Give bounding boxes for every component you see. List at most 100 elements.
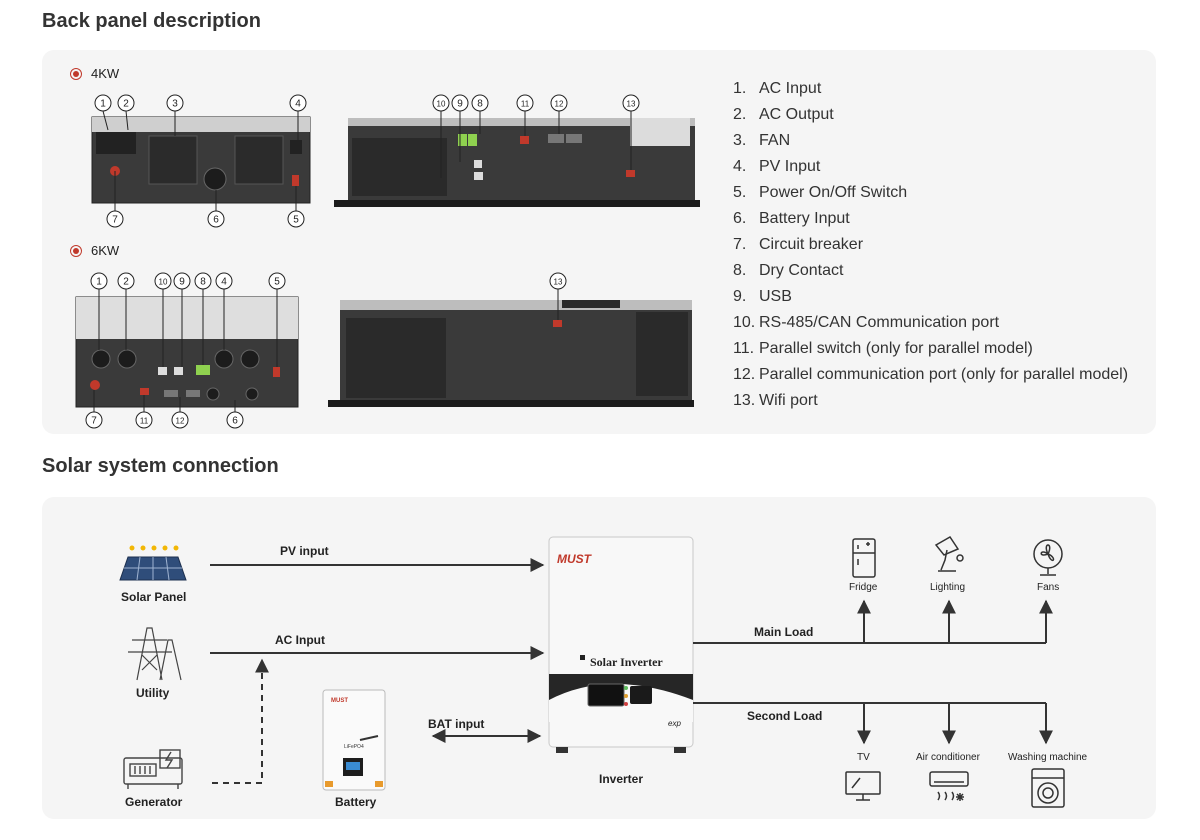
inverter-unit-icon bbox=[548, 536, 694, 753]
callout-number: 4 bbox=[295, 99, 301, 110]
callout-number: 6 bbox=[232, 416, 238, 427]
ac-input-label: AC Input bbox=[275, 633, 325, 647]
callout-marker: 8 bbox=[194, 272, 212, 365]
callout-circle bbox=[106, 210, 124, 228]
callout-number: 13 bbox=[627, 100, 636, 109]
fan-icon bbox=[1033, 539, 1063, 576]
callout-number: 6 bbox=[213, 215, 219, 226]
inverter-brand: MUST bbox=[557, 552, 593, 566]
callout-circle bbox=[622, 94, 640, 112]
model-label: 6KW bbox=[91, 243, 120, 258]
legend-item: 7.Circuit breaker bbox=[733, 236, 864, 253]
callout-number: 13 bbox=[554, 278, 563, 287]
callout-marker: 2 bbox=[117, 272, 135, 350]
lighting-icon bbox=[934, 536, 964, 572]
main-load-label: Main Load bbox=[754, 625, 814, 639]
radio-selected-icon bbox=[70, 67, 82, 80]
callout-number: 12 bbox=[555, 100, 564, 109]
utility-tower-icon bbox=[128, 627, 182, 681]
callout-marker: 6 bbox=[226, 400, 244, 429]
callout-number: 1 bbox=[100, 99, 106, 110]
callout-number: 2 bbox=[123, 99, 129, 110]
callout-number: 9 bbox=[179, 277, 185, 288]
washing-machine-icon bbox=[1031, 768, 1065, 808]
back-panel-legend: 1.AC Input 2.AC Output 3.FAN 4.PV Input … bbox=[733, 78, 1128, 416]
legend-item: 2.AC Output bbox=[733, 106, 834, 123]
battery-label: Battery bbox=[335, 795, 377, 809]
callout-number: 5 bbox=[274, 277, 280, 288]
callout-marker: 9 bbox=[173, 272, 191, 367]
air-conditioner-label: Air conditioner bbox=[916, 752, 980, 763]
callout-marker: 2 bbox=[117, 94, 135, 131]
callout-marker: 1 bbox=[90, 272, 108, 350]
fridge-label: Fridge bbox=[849, 582, 878, 593]
callout-circle bbox=[85, 411, 103, 429]
bat-input-label: BAT input bbox=[428, 717, 485, 731]
callout-circle bbox=[471, 94, 489, 112]
callout-marker: 8 bbox=[471, 94, 489, 134]
callout-number: 8 bbox=[200, 277, 206, 288]
fridge-icon bbox=[852, 538, 876, 578]
inverter-4kw-back bbox=[91, 116, 311, 204]
utility-label: Utility bbox=[136, 686, 170, 700]
callout-leader-line bbox=[102, 110, 109, 131]
callout-number: 9 bbox=[457, 99, 463, 110]
legend-item: 13.Wifi port bbox=[733, 392, 818, 409]
inverter-badge: exp bbox=[668, 719, 681, 728]
solar-panel-icon bbox=[119, 545, 187, 581]
heading-solar-connection: Solar system connection bbox=[42, 455, 279, 477]
tv-label: TV bbox=[857, 752, 870, 763]
inverter-product-name: Solar Inverter bbox=[590, 655, 663, 669]
callout-marker: 7 bbox=[106, 171, 124, 228]
callout-number: 7 bbox=[91, 416, 97, 427]
legend-item: 10.RS-485/CAN Communication port bbox=[733, 314, 1000, 331]
callout-marker: 11 bbox=[516, 94, 534, 136]
callout-circle bbox=[166, 94, 184, 112]
callout-circle bbox=[226, 411, 244, 429]
model-option-6kw[interactable]: 6KW bbox=[70, 243, 119, 258]
callout-circle bbox=[90, 272, 108, 290]
callout-circle bbox=[289, 94, 307, 112]
model-option-4kw[interactable]: 4KW bbox=[70, 66, 119, 81]
callout-circle bbox=[550, 94, 568, 112]
callout-marker: 6 bbox=[207, 190, 225, 228]
inverter-6kw-side bbox=[328, 300, 694, 407]
callout-marker: 10 bbox=[432, 94, 450, 178]
legend-item: 11.Parallel switch (only for parallel mo… bbox=[733, 340, 1033, 357]
callout-circle bbox=[516, 94, 534, 112]
callout-circle bbox=[117, 272, 135, 290]
callout-marker: 1 bbox=[94, 94, 112, 131]
battery-chemistry: LiFePO4 bbox=[344, 744, 364, 750]
callout-circle bbox=[549, 272, 567, 290]
callout-number: 2 bbox=[123, 277, 129, 288]
second-load-label: Second Load bbox=[747, 709, 823, 723]
inverter-4kw-side bbox=[334, 118, 700, 207]
callout-number: 10 bbox=[159, 278, 168, 287]
inverter-6kw-back bbox=[75, 296, 299, 408]
callout-circle bbox=[173, 272, 191, 290]
callout-circle bbox=[194, 272, 212, 290]
battery-pack-icon bbox=[322, 689, 386, 791]
legend-item: 6.Battery Input bbox=[733, 210, 850, 227]
callout-circle bbox=[171, 411, 189, 429]
callout-marker: 7 bbox=[85, 390, 103, 429]
callout-circle bbox=[135, 411, 153, 429]
generator-dashed-line bbox=[212, 658, 269, 784]
callout-marker: 10 bbox=[154, 272, 172, 367]
callout-number: 1 bbox=[96, 277, 102, 288]
solar-panel-label: Solar Panel bbox=[121, 590, 187, 604]
connection-lines bbox=[210, 558, 1053, 784]
callout-circle bbox=[215, 272, 233, 290]
legend-item: 5.Power On/Off Switch bbox=[733, 184, 908, 201]
battery-brand: MUST bbox=[331, 698, 348, 704]
callout-marker: 11 bbox=[135, 395, 153, 429]
callout-circle bbox=[94, 94, 112, 112]
callout-number: 12 bbox=[176, 417, 185, 426]
legend-item: 8.Dry Contact bbox=[733, 262, 844, 279]
callout-marker: 9 bbox=[451, 94, 469, 162]
callout-circle bbox=[287, 210, 305, 228]
callout-marker: 13 bbox=[549, 272, 567, 320]
